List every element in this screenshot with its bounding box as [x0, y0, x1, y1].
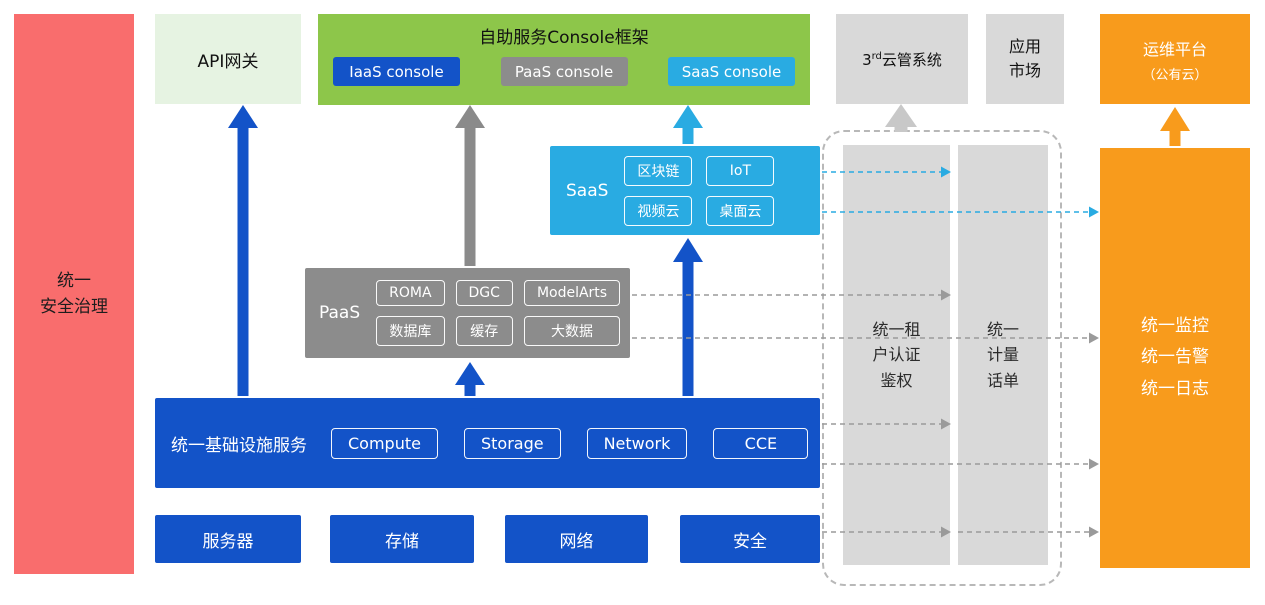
- arrow-iaas-to-paas: [455, 362, 485, 396]
- api-gateway-box: API网关: [155, 14, 301, 104]
- paas-chip-roma: ROMA: [376, 280, 445, 306]
- paas-chip-cache: 缓存: [455, 316, 513, 346]
- saas-layer-box: SaaS 区块链 IoT 视频云 桌面云: [550, 146, 820, 235]
- om-platform-title: 运维平台: [1142, 39, 1207, 59]
- iaas-chip-storage: Storage: [463, 427, 561, 459]
- om-platform-box: 运维平台 （公有云）: [1100, 14, 1250, 104]
- security-governance-bar: 统一 安全治理: [14, 14, 134, 574]
- metering-bar: 统一 计量 话单: [958, 145, 1048, 565]
- console-framework-box: 自助服务Console框架 IaaS console PaaS console …: [318, 14, 810, 105]
- paas-chips: ROMA DGC ModelArts 数据库 缓存 大数据: [376, 280, 621, 346]
- arrow-paas-to-console: [455, 105, 485, 266]
- saas-label: SaaS: [566, 180, 609, 201]
- paas-chip-dgc: DGC: [455, 280, 513, 306]
- paas-label: PaaS: [319, 303, 361, 323]
- arrow-container-to-third-party: [885, 104, 917, 132]
- hardware-box-security: 安全: [680, 515, 820, 563]
- saas-chip-blockchain: 区块链: [624, 155, 693, 186]
- paas-layer-box: PaaS ROMA DGC ModelArts 数据库 缓存 大数据: [305, 268, 630, 358]
- hardware-box-server: 服务器: [155, 515, 301, 563]
- iaas-console-button: IaaS console: [333, 57, 460, 86]
- iaas-layer-box: 统一基础设施服务 Compute Storage Network CCE: [155, 398, 820, 488]
- tenant-auth-bar: 统一租 户认证 鉴权: [843, 145, 950, 565]
- iaas-label: 统一基础设施服务: [171, 435, 307, 456]
- iaas-chip-cce: CCE: [713, 427, 809, 459]
- saas-chip-iot: IoT: [706, 155, 775, 186]
- arrow-iaas-to-api-gateway: [228, 105, 258, 396]
- paas-chip-bigdata: 大数据: [523, 316, 621, 346]
- hardware-box-network: 网络: [505, 515, 648, 563]
- third-party-cloud-mgmt-box: 3rd云管系统: [836, 14, 968, 104]
- iaas-chip-network: Network: [586, 427, 688, 459]
- iaas-chip-compute: Compute: [331, 427, 438, 459]
- arrow-saas-to-console: [673, 105, 703, 144]
- console-framework-title: 自助服务Console框架: [479, 28, 649, 48]
- hardware-box-storage: 存储: [330, 515, 474, 563]
- iaas-chips: Compute Storage Network CCE: [331, 427, 809, 459]
- paas-chip-database: 数据库: [376, 316, 445, 346]
- paas-chip-modelarts: ModelArts: [523, 280, 621, 306]
- arrow-iaas-to-saas: [673, 238, 703, 396]
- app-market-box: 应用 市场: [986, 14, 1064, 104]
- saas-chip-desktop-cloud: 桌面云: [706, 195, 775, 226]
- monitoring-alarm-log-box: 统一监控 统一告警 统一日志: [1100, 148, 1250, 568]
- saas-chips: 区块链 IoT 视频云 桌面云: [624, 155, 775, 226]
- saas-chip-video-cloud: 视频云: [624, 195, 693, 226]
- saas-console-button: SaaS console: [668, 57, 795, 86]
- om-platform-subtitle: （公有云）: [1142, 67, 1208, 83]
- arrow-monitor-to-om-platform: [1160, 107, 1190, 146]
- console-buttons-row: IaaS console PaaS console SaaS console: [333, 57, 795, 86]
- third-party-cloud-mgmt-label: 3rd云管系统: [862, 50, 942, 69]
- common-services-dashed-container: [822, 130, 1062, 586]
- paas-console-button: PaaS console: [500, 57, 628, 86]
